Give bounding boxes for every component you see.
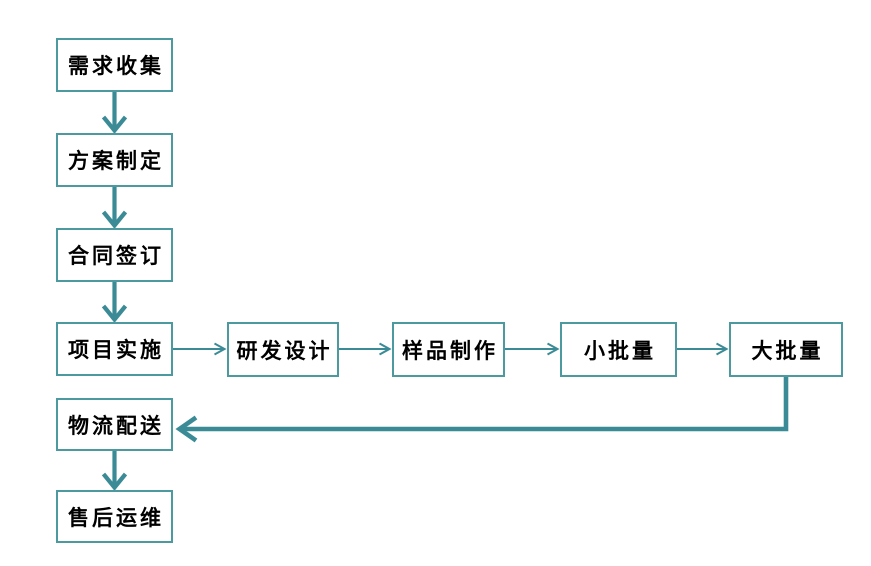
edge-rd-to-sample [339,342,392,356]
edge-requirement-to-plan [101,92,128,134]
node-label: 研发设计 [236,338,333,363]
node-project-implementation: 项目实施 [56,322,173,376]
node-label: 项目实施 [68,338,164,362]
edge-small-to-large-batch [677,342,729,356]
edge-large-batch-to-logistics [175,377,789,443]
node-label: 合同签订 [68,244,164,268]
node-logistics-delivery: 物流配送 [56,398,173,451]
node-sample-production: 样品制作 [392,322,505,377]
node-rd-design: 研发设计 [227,322,339,377]
node-label: 样品制作 [402,338,498,363]
node-large-batch: 大批量 [729,322,843,377]
edge-implementation-to-rd [173,342,227,356]
edge-plan-to-contract [101,187,128,229]
node-requirement-collection: 需求收集 [56,38,173,92]
node-label: 售后运维 [68,505,164,530]
node-label: 小批量 [584,338,656,363]
edge-sample-to-small-batch [505,342,560,356]
node-aftersales-maintenance: 售后运维 [56,490,173,543]
node-label: 物流配送 [68,413,164,438]
edge-logistics-to-aftersales [101,451,128,491]
node-contract-signing: 合同签订 [56,228,173,282]
node-label: 大批量 [751,338,824,363]
node-label: 需求收集 [68,54,164,78]
node-plan-formulation: 方案制定 [56,133,173,187]
node-label: 方案制定 [68,149,164,173]
edge-contract-to-implementation [101,282,128,323]
node-small-batch: 小批量 [560,322,677,377]
